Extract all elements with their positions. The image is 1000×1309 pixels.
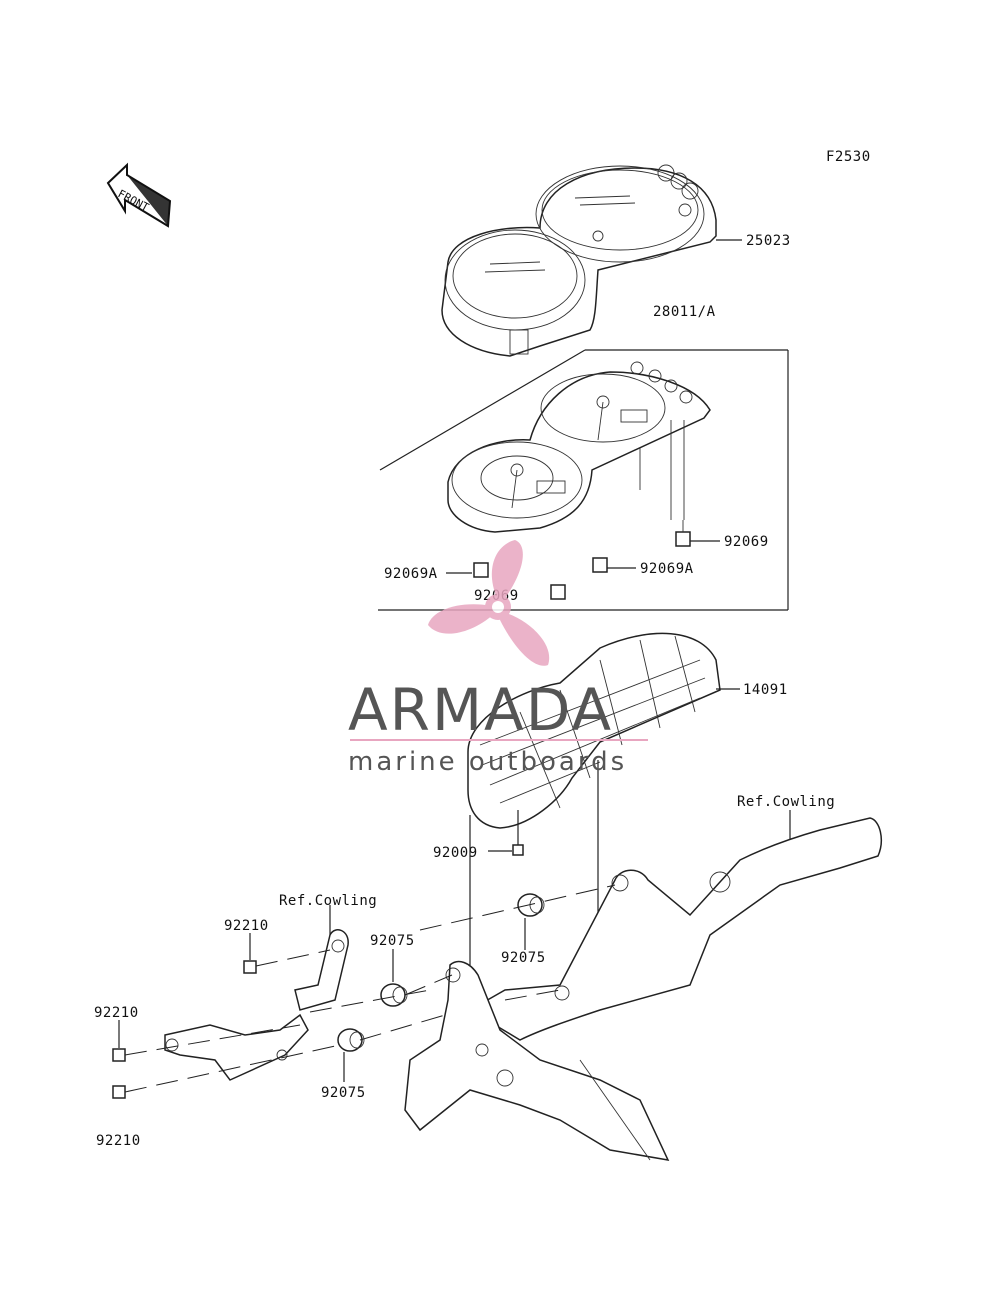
figure-code: F2530 [826, 149, 871, 165]
ref-cowling-left: Ref.Cowling [279, 893, 377, 909]
callout-92210-b: 92210 [94, 1005, 139, 1021]
left-bracket [164, 929, 349, 1081]
callout-92075-c: 92075 [321, 1085, 366, 1101]
callout-92075-a: 92075 [370, 933, 415, 949]
meter-case-grid [479, 635, 706, 809]
callout-28011: 28011/A [653, 304, 716, 320]
lower-frame [404, 960, 670, 1161]
meter-cover [441, 164, 717, 357]
front-arrow-icon: FRONT [106, 162, 172, 228]
grommet-92075-a [380, 983, 408, 1007]
meter-assembly [447, 361, 711, 533]
screw-92009 [512, 810, 524, 856]
nut-92069A-left [473, 562, 489, 578]
watermark: ARMADA marine outboards [348, 540, 648, 777]
nut-92210-a [243, 960, 257, 974]
callout-92210-a: 92210 [224, 918, 269, 934]
grommet-92075-c [337, 1028, 365, 1052]
watermark-tagline: marine outboards [348, 747, 627, 777]
propeller-logo-icon [428, 540, 550, 666]
nut-92069A-right [592, 557, 608, 573]
ref-cowling-right: Ref.Cowling [737, 794, 835, 810]
callout-92069A-right: 92069A [640, 561, 694, 577]
nut-92069-center [550, 584, 566, 600]
callout-92075-b: 92075 [501, 950, 546, 966]
upper-frame [468, 817, 882, 1041]
callout-92210-c: 92210 [96, 1133, 141, 1149]
nut-92069-right [675, 520, 691, 547]
callout-25023: 25023 [746, 233, 791, 249]
meter-case [467, 632, 721, 829]
nut-92210-c [112, 1085, 126, 1099]
grommet-92075-b [517, 893, 545, 917]
alignment-lines [124, 884, 616, 1093]
callout-92069A-left: 92069A [384, 566, 438, 582]
nut-92210-b [112, 1048, 126, 1062]
callout-92009: 92009 [433, 845, 478, 861]
callout-14091: 14091 [743, 682, 788, 698]
callout-92069-right: 92069 [724, 534, 769, 550]
watermark-brand: ARMADA [348, 676, 613, 744]
